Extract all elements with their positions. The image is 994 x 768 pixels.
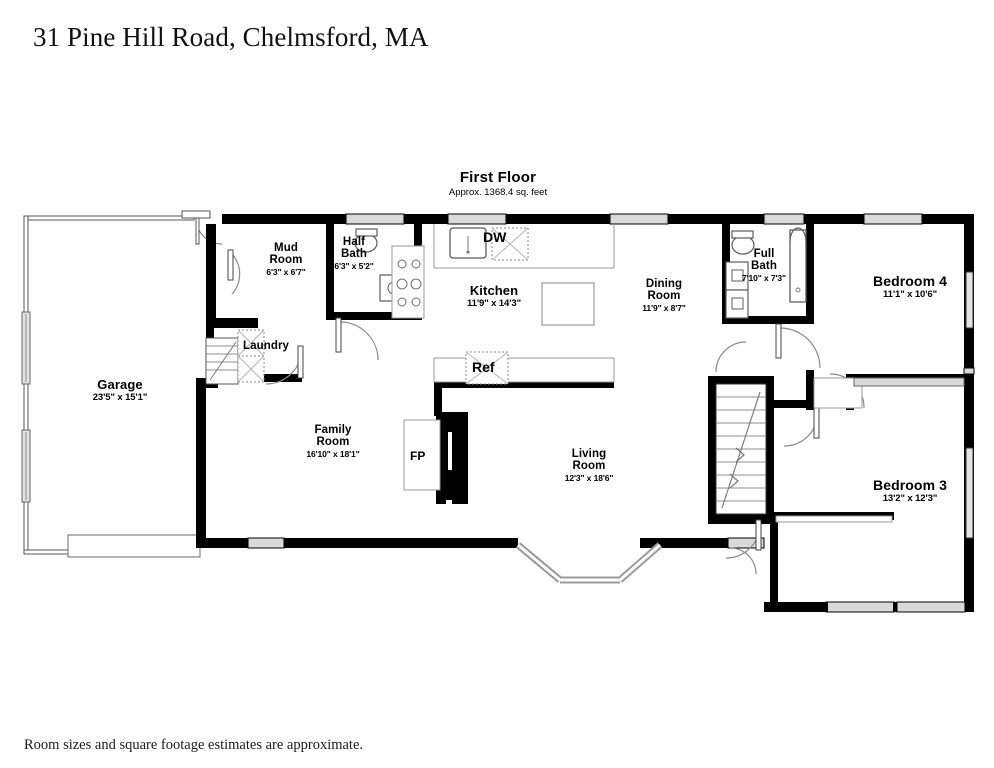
room-label-family-room: Family Room 16'10" x 18'1" — [268, 424, 398, 459]
room-name-line2: Room — [269, 254, 303, 267]
dishwasher-label: DW — [483, 229, 507, 245]
room-name-line2: Bath — [751, 260, 777, 273]
room-name-line2: Room — [647, 290, 681, 303]
room-label-full-bath: Full Bath 7'10" x 7'3" — [726, 248, 802, 283]
room-name-line2: Room — [316, 436, 350, 449]
room-name-line1: Mud — [274, 242, 298, 254]
room-name-line1: Full — [753, 248, 775, 260]
room-name-line2: Room — [572, 460, 606, 473]
room-label-dining-room: Dining Room 11'9" x 8'7" — [608, 278, 720, 313]
room-label-half-bath: Half Bath 6'3" x 5'2" — [316, 236, 392, 271]
room-name-line2: Bath — [341, 248, 367, 261]
room-name: Kitchen — [469, 283, 519, 298]
room-label-laundry: Laundry — [206, 340, 326, 352]
room-label-mud-room: Mud Room 6'3" x 6'7" — [228, 242, 344, 277]
room-name: Bedroom 4 — [872, 273, 948, 289]
room-label-kitchen: Kitchen 11'9" x 14'3" — [430, 284, 558, 309]
fireplace-hearth — [403, 419, 441, 491]
room-dimensions: 23'5" x 15'1" — [92, 391, 148, 403]
bay-window — [515, 542, 663, 584]
room-label-bedroom-4: Bedroom 4 11'1" x 10'6" — [836, 274, 984, 300]
exterior-walls — [196, 213, 975, 613]
room-dimensions: 11'1" x 10'6" — [883, 288, 937, 300]
room-dimensions: 16'10" x 18'1" — [306, 448, 360, 459]
room-label-garage: Garage 23'5" x 15'1" — [60, 378, 180, 403]
room-dimensions: 7'10" x 7'3" — [742, 272, 786, 283]
floor-area: Approx. 1368.4 sq. feet — [448, 187, 548, 198]
page-title: 31 Pine Hill Road, Chelmsford, MA — [33, 22, 429, 52]
room-label-living-room: Living Room 12'3" x 18'6" — [524, 448, 654, 483]
floor-header: First Floor Approx. 1368.4 sq. feet — [398, 169, 598, 198]
room-dimensions: 6'3" x 6'7" — [266, 266, 306, 277]
door-leaves — [227, 249, 820, 551]
fireplace-label: FP — [410, 449, 426, 463]
room-name-line1: Dining — [645, 278, 683, 290]
stairs — [205, 337, 767, 515]
room-name-line1: Family — [314, 424, 352, 436]
room-dimensions: 11'9" x 8'7" — [642, 302, 686, 313]
room-name: Garage — [97, 377, 143, 392]
footer-note: Room sizes and square footage estimates … — [24, 737, 364, 753]
room-dimensions: 12'3" x 18'6" — [564, 472, 614, 483]
closets — [775, 377, 965, 523]
refrigerator-label: Ref — [472, 359, 495, 375]
room-label-bedroom-3: Bedroom 3 13'2" x 12'3" — [836, 478, 984, 504]
floor-title: First Floor — [459, 169, 537, 186]
room-name: Laundry — [242, 340, 290, 352]
room-name: Bedroom 3 — [872, 477, 948, 493]
room-name-line1: Half — [342, 236, 366, 248]
room-dimensions: 11'9" x 14'3" — [467, 297, 521, 309]
room-dimensions: 6'3" x 5'2" — [334, 260, 374, 271]
garage-outline — [21, 210, 223, 558]
laundry-appliances — [237, 329, 265, 383]
room-dimensions: 13'2" x 12'3" — [882, 492, 938, 504]
kitchen-fixtures — [391, 224, 615, 385]
room-name-line1: Living — [571, 448, 607, 460]
